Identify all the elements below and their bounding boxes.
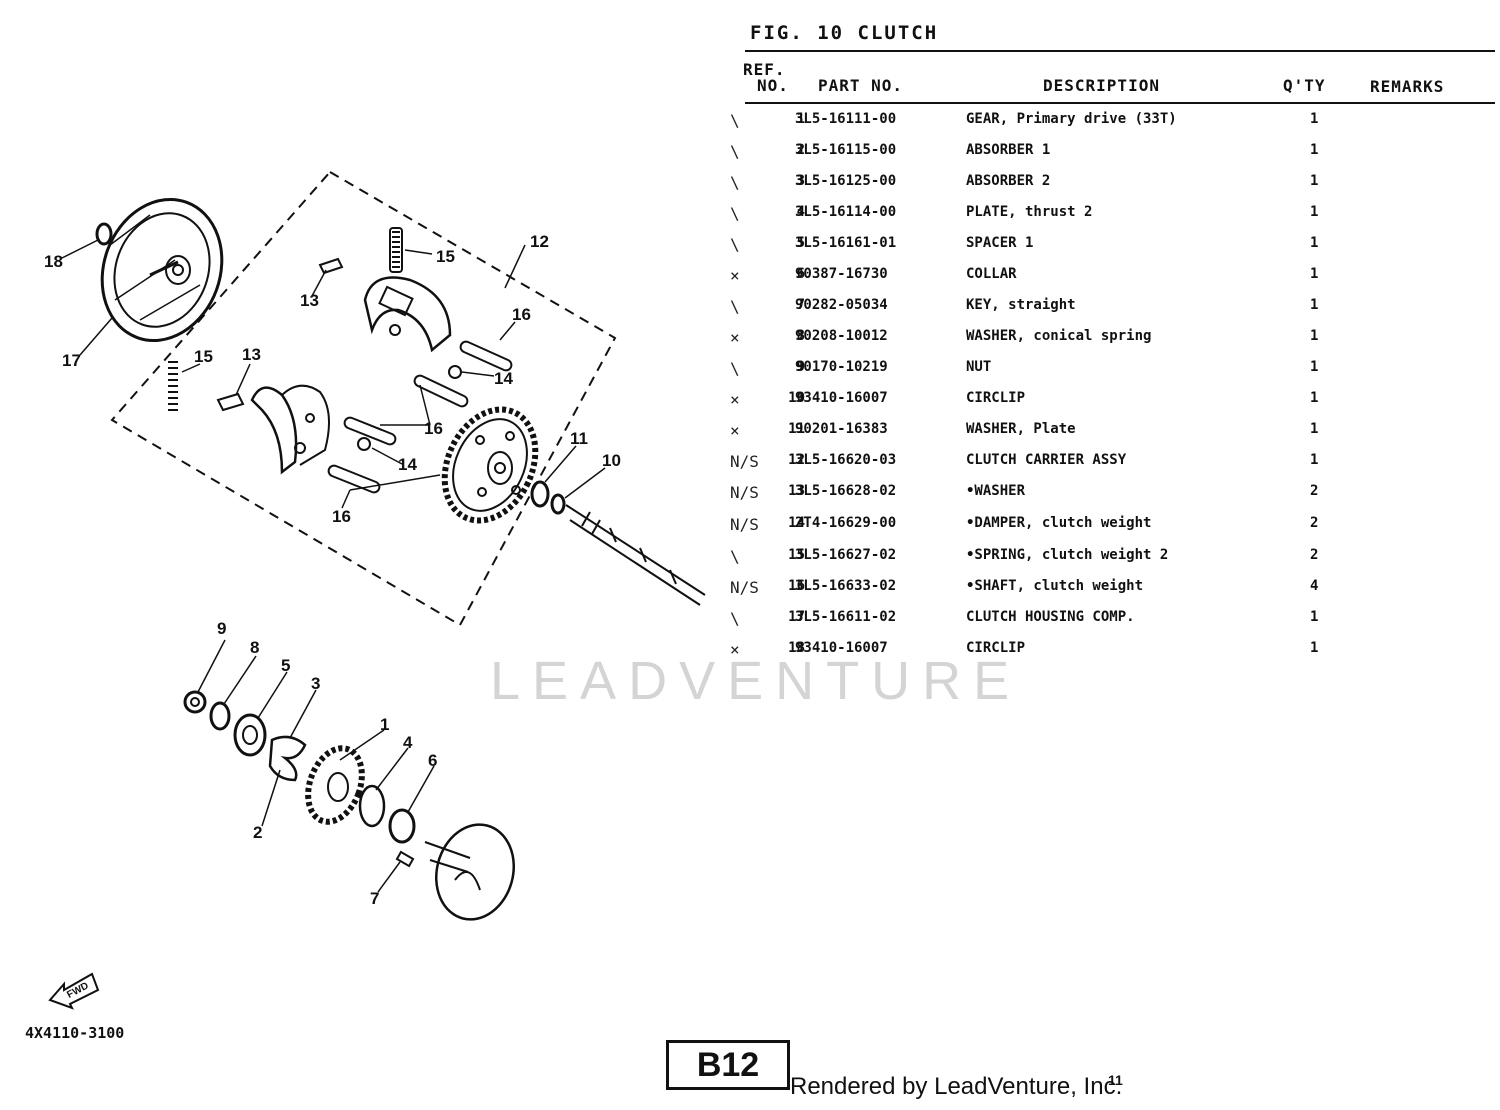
watermark: LEADVENTURE: [490, 651, 1022, 711]
nut-9: [183, 690, 207, 714]
header-divider: [745, 102, 1495, 104]
fwd-label: FWD: [65, 980, 90, 1000]
header-description: DESCRIPTION: [1043, 76, 1160, 95]
collar-6: [388, 808, 416, 844]
plate-4: [358, 784, 386, 828]
washer-13-lower: [216, 392, 245, 412]
spring-upper: [392, 231, 400, 268]
callout-18: 18: [44, 252, 63, 271]
key-7: [395, 850, 415, 868]
title-divider: [745, 50, 1495, 52]
circlip-10: [550, 493, 566, 515]
header-qty: Q'TY: [1283, 76, 1326, 95]
gear-1: [305, 745, 365, 825]
page-number: 11: [1108, 1072, 1123, 1088]
page-badge: B12: [666, 1040, 790, 1090]
circlip-18: [95, 222, 113, 246]
callout-14a: 14: [494, 369, 513, 388]
header-remarks: REMARKS: [1370, 77, 1445, 96]
spacer-5: [233, 713, 267, 757]
washer-13-upper: [318, 257, 344, 275]
callout-16a: 16: [512, 305, 531, 324]
callout-16c: 16: [332, 507, 351, 526]
callout-14b: 14: [398, 455, 417, 474]
primary-driven-gear: [441, 406, 539, 524]
callout-13b: 13: [242, 345, 261, 364]
drive-plate: [424, 823, 516, 921]
callout-6: 6: [428, 751, 437, 770]
callout-17: 17: [62, 351, 81, 370]
header-ref-line2: NO.: [757, 76, 789, 95]
callout-13a: 13: [300, 291, 319, 310]
clutch-shoe-lower: [250, 384, 330, 475]
absorber-3-2: [268, 735, 307, 782]
damper-14-upper: [448, 365, 462, 379]
callout-4: 4: [403, 733, 413, 752]
callout-7: 7: [370, 889, 379, 908]
rendered-by-credit: Rendered by LeadVenture, Inc.: [790, 1073, 1123, 1100]
callout-8: 8: [250, 638, 259, 657]
exploded-diagram: 18 17 12 15 13 16 14 16 14 16 11 10 15 1…: [44, 170, 706, 1010]
fwd-arrow-icon: [48, 972, 100, 1010]
callout-15a: 15: [436, 247, 455, 266]
header-part-no: PART NO.: [818, 76, 904, 95]
callout-9: 9: [217, 619, 226, 638]
callout-2: 2: [253, 823, 262, 842]
callout-11: 11: [570, 429, 588, 448]
washer-11: [530, 480, 550, 508]
shaft-16: [327, 340, 513, 494]
spring-lower: [168, 361, 178, 411]
callout-3: 3: [311, 674, 320, 693]
diagram-code: 4X4110-3100: [25, 1024, 125, 1042]
clutch-shoe-upper: [363, 276, 452, 353]
crankshaft: [565, 504, 706, 606]
washer-8: [209, 701, 231, 731]
callout-12: 12: [530, 232, 549, 251]
callout-5: 5: [281, 656, 290, 675]
callout-1: 1: [380, 715, 389, 734]
callout-10: 10: [602, 451, 621, 470]
figure-title: FIG. 10 CLUTCH: [750, 22, 939, 44]
damper-14-lower: [357, 437, 371, 451]
clutch-housing: [100, 197, 224, 343]
header-ref-line1: REF.: [743, 60, 786, 79]
callout-16b: 16: [424, 419, 443, 438]
callout-15b: 15: [194, 347, 213, 366]
